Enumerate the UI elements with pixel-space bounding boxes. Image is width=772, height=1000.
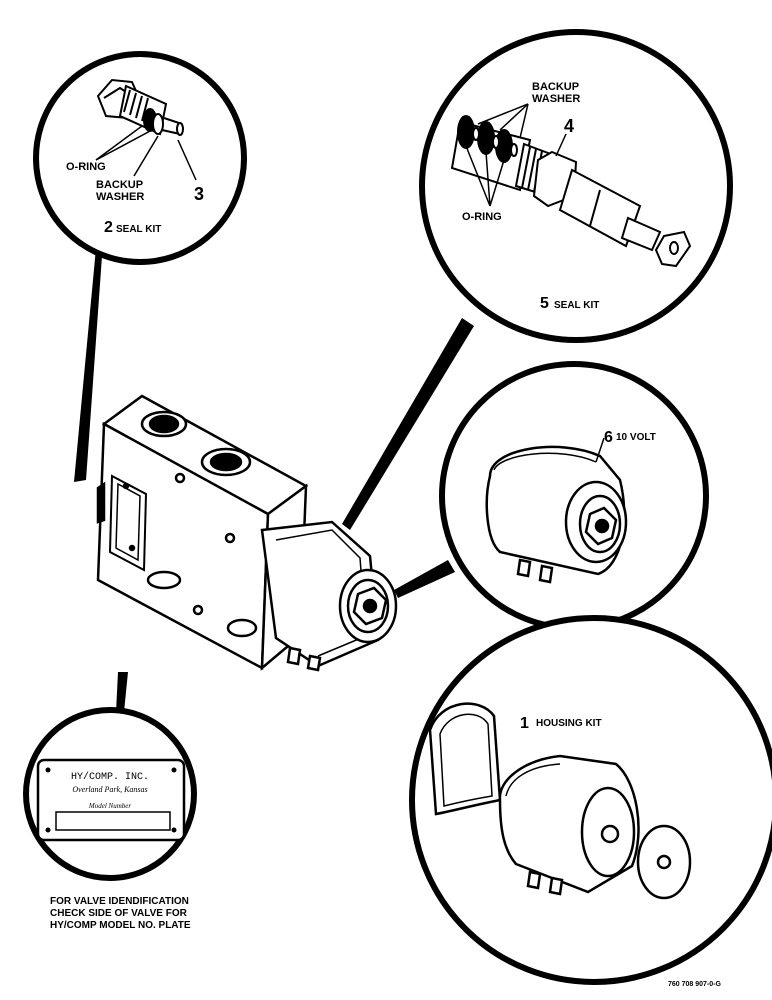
note-line-2: CHECK SIDE OF VALVE FOR bbox=[50, 908, 188, 919]
cartridge-valve-small bbox=[96, 78, 184, 136]
detail-circle-housing-kit-1 bbox=[409, 615, 772, 985]
label-10-volt: 10 VOLT bbox=[616, 432, 656, 443]
plate-model-label: Model Number bbox=[88, 802, 131, 810]
callout-number-1: 1 bbox=[520, 715, 529, 732]
label-backup-4-line2: WASHER bbox=[532, 93, 580, 105]
callout-number-2: 2 bbox=[104, 219, 113, 236]
leader-seal-kit-5 bbox=[342, 318, 474, 530]
callout-number-3: 3 bbox=[194, 184, 204, 204]
label-seal-kit-2: SEAL KIT bbox=[116, 224, 161, 235]
detail-circle-id-plate bbox=[23, 707, 197, 881]
leader-seal-kit-2 bbox=[74, 248, 102, 482]
model-number-plate bbox=[36, 758, 186, 842]
solenoid-coil-detail bbox=[485, 445, 628, 584]
detail-circle-solenoid-6 bbox=[439, 361, 709, 631]
callout-number-4: 4 bbox=[564, 116, 574, 136]
valve-body-assembly bbox=[96, 394, 398, 672]
leader-solenoid-6 bbox=[394, 560, 455, 598]
detail-circle-seal-kit-5 bbox=[419, 29, 733, 343]
label-backup-4-line1: BACKUP bbox=[532, 81, 579, 93]
plate-location: Overland Park, Kansas bbox=[72, 785, 147, 794]
label-seal-kit-5: SEAL KIT bbox=[554, 300, 599, 311]
label-o-ring-4: O-RING bbox=[462, 211, 502, 223]
label-backup-3-line2: WASHER bbox=[96, 191, 144, 203]
leader-id-plate bbox=[116, 672, 128, 712]
callout-number-5: 5 bbox=[540, 295, 549, 312]
label-backup-3-line1: BACKUP bbox=[96, 179, 143, 191]
drawing-number: 760 708 907-0-G bbox=[668, 981, 721, 988]
note-line-1: FOR VALVE IDENDIFICATION bbox=[50, 896, 189, 907]
detail-circle-seal-kit-2 bbox=[33, 51, 247, 265]
label-o-ring-3: O-RING bbox=[66, 161, 106, 173]
note-line-3: HY/COMP MODEL NO. PLATE bbox=[50, 920, 191, 931]
plate-company: HY/COMP. INC. bbox=[71, 771, 149, 783]
callout-number-6: 6 bbox=[604, 429, 613, 446]
label-housing-kit: HOUSING KIT bbox=[536, 718, 602, 729]
